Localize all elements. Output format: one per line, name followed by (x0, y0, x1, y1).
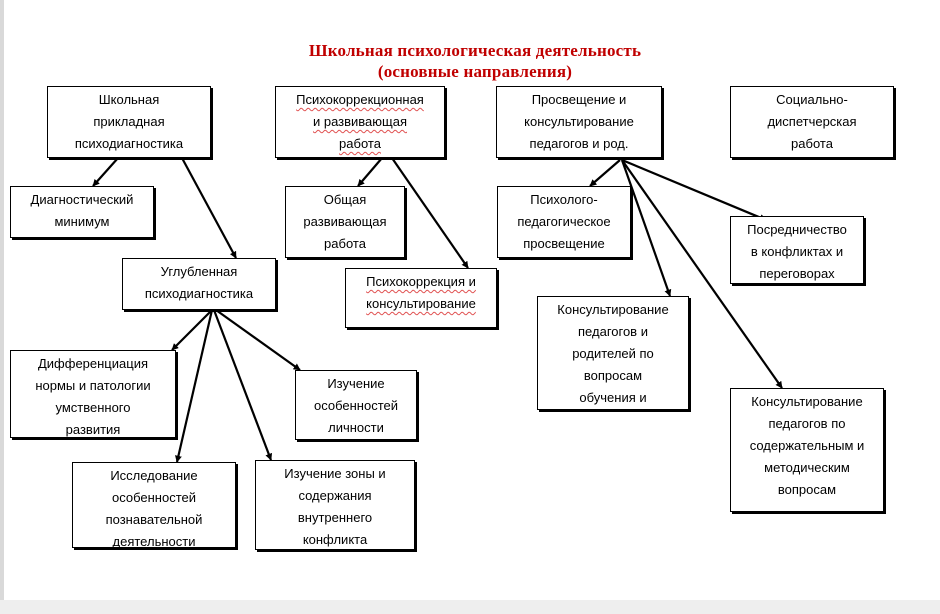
edge-deep-to-inner-conflict (212, 309, 273, 461)
node-label: Психолого- педагогическое просвещение (517, 192, 611, 251)
node-label: Просвещение и консультирование педагогов… (524, 92, 634, 151)
edge-deep-to-personality (215, 309, 301, 371)
node-label: Дифференциация нормы и патологии умствен… (35, 356, 151, 437)
node-label: Консультирование педагогов по содержател… (749, 394, 865, 497)
edge-correction-to-consult (391, 157, 469, 269)
node-education-consult: Просвещение и консультирование педагогов… (496, 86, 662, 158)
node-diag-minimum: Диагностический минимум (10, 186, 154, 238)
node-label: Консультирование педагогов и родителей п… (557, 302, 669, 405)
node-label: Социально- диспетчерская работа (767, 92, 857, 151)
edge-education-to-psychped (589, 159, 621, 187)
title-line-2: (основные направления) (377, 62, 573, 81)
node-social-dispatch: Социально- диспетчерская работа (730, 86, 894, 158)
edge-education-to-learning (620, 159, 672, 297)
edge-applied-to-deep (181, 157, 237, 259)
node-deep-diagnostics: Углубленная психодиагностика (122, 258, 276, 310)
node-label: Изучение особенностей личности (313, 376, 399, 435)
node-label: Психокоррекционная и развивающая работа (296, 92, 424, 151)
edge-applied-to-minimum (92, 157, 119, 187)
node-label: Общая развивающая работа (303, 192, 387, 251)
node-label: Посредничество в конфликтах и переговора… (747, 222, 847, 281)
window-bottom-edge (0, 600, 940, 614)
diagram-title: Школьная психологическая деятельность (о… (200, 40, 750, 82)
window-left-edge (0, 0, 4, 614)
node-label: Психокоррекция и консультирование (366, 274, 476, 311)
node-label: Школьная прикладная психодиагностика (74, 92, 184, 151)
node-general-dev: Общая развивающая работа (285, 186, 405, 258)
node-inner-conflict: Изучение зоны и содержания внутреннего к… (255, 460, 415, 550)
node-personality: Изучение особенностей личности (295, 370, 417, 440)
node-cognitive: Исследование особенностей познавательной… (72, 462, 236, 548)
node-label: Диагностический минимум (30, 192, 134, 229)
edge-education-to-mediation (621, 158, 767, 222)
node-label: Изучение зоны и содержания внутреннего к… (284, 466, 386, 547)
node-psych-ped-education: Психолого- педагогическое просвещение (497, 186, 631, 258)
node-consult-learning: Консультирование педагогов и родителей п… (537, 296, 689, 410)
node-correction-consult: Психокоррекция и консультирование (345, 268, 497, 328)
edge-correction-to-general (357, 157, 383, 187)
edge-education-to-methodical (621, 159, 783, 389)
node-consult-methodical: Консультирование педагогов по содержател… (730, 388, 884, 512)
node-correction-dev: Психокоррекционная и развивающая работа (275, 86, 445, 158)
node-mediation: Посредничество в конфликтах и переговора… (730, 216, 864, 284)
node-label: Исследование особенностей познавательной… (105, 468, 203, 548)
edge-deep-to-norm (171, 309, 213, 351)
edge-deep-to-cognitive (175, 309, 214, 463)
node-norm-pathology: Дифференциация нормы и патологии умствен… (10, 350, 176, 438)
title-line-1: Школьная психологическая деятельность (308, 41, 642, 60)
node-label: Углубленная психодиагностика (144, 264, 254, 301)
node-applied-diagnostics: Школьная прикладная психодиагностика (47, 86, 211, 158)
